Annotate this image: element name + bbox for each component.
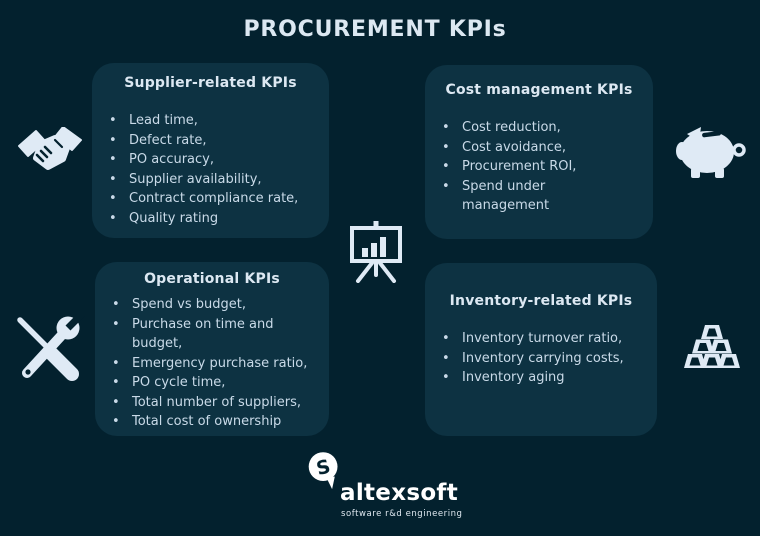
- inventory-kpi-list: Inventory turnover ratio, Inventory carr…: [425, 329, 657, 388]
- kpi-item: Cost reduction,: [425, 118, 653, 138]
- gold-bars-icon: [684, 324, 740, 370]
- logo-tagline: software r&d engineering: [341, 509, 463, 519]
- kpi-item: Spend under management: [425, 177, 653, 216]
- svg-text:S: S: [314, 455, 333, 480]
- operational-kpi-list: Spend vs budget, Purchase on time and bu…: [95, 295, 329, 432]
- kpi-item: PO accuracy,: [92, 150, 329, 170]
- kpi-item: Contract compliance rate,: [92, 189, 329, 209]
- logo-mark-icon: S: [306, 451, 342, 497]
- kpi-item: Quality rating: [92, 209, 329, 229]
- card-title: Cost management KPIs: [445, 82, 633, 98]
- page-title: PROCUREMENT KPIs: [243, 17, 507, 42]
- kpi-item: Procurement ROI,: [425, 157, 653, 177]
- kpi-item: Inventory aging: [425, 368, 657, 388]
- cost-kpi-list: Cost reduction, Cost avoidance, Procurem…: [425, 118, 653, 216]
- presentation-chart-icon: [347, 221, 405, 283]
- kpi-item: Cost avoidance,: [425, 138, 653, 158]
- card-inventory-kpis: Inventory-related KPIs Inventory turnove…: [425, 263, 657, 436]
- card-title: Operational KPIs: [144, 271, 280, 287]
- kpi-item: Inventory turnover ratio,: [425, 329, 657, 349]
- piggy-bank-icon: [673, 122, 747, 180]
- card-title: Supplier-related KPIs: [124, 75, 297, 91]
- kpi-item: Spend vs budget,: [95, 295, 329, 315]
- card-title: Inventory-related KPIs: [449, 293, 633, 309]
- tools-icon: [15, 314, 85, 384]
- handshake-icon: [17, 127, 83, 181]
- card-supplier-kpis: Supplier-related KPIs Lead time, Defect …: [92, 63, 329, 238]
- kpi-item: Supplier availability,: [92, 170, 329, 190]
- kpi-item: Total number of suppliers,: [95, 393, 329, 413]
- kpi-item: Inventory carrying costs,: [425, 349, 657, 369]
- kpi-item: Purchase on time and budget,: [95, 315, 329, 354]
- kpi-item: PO cycle time,: [95, 373, 329, 393]
- card-cost-management-kpis: Cost management KPIs Cost reduction, Cos…: [425, 65, 653, 239]
- supplier-kpi-list: Lead time, Defect rate, PO accuracy, Sup…: [92, 111, 329, 228]
- kpi-item: Total cost of ownership: [95, 412, 329, 432]
- kpi-item: Emergency purchase ratio,: [95, 354, 329, 374]
- altexsoft-logo: S altexsoft software r&d engineering: [306, 451, 462, 519]
- kpi-item: Lead time,: [92, 111, 329, 131]
- kpi-item: Defect rate,: [92, 131, 329, 151]
- logo-name: altexsoft: [340, 480, 459, 506]
- card-operational-kpis: Operational KPIs Spend vs budget, Purcha…: [95, 262, 329, 436]
